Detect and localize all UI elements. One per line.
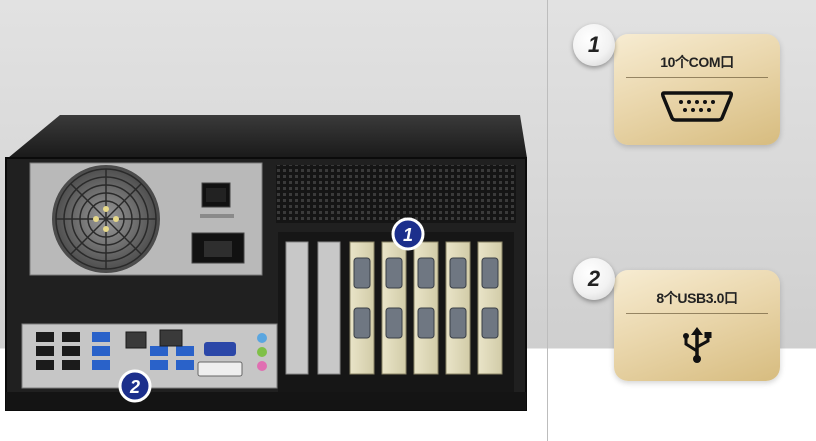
card-separator [626, 313, 768, 314]
usb-icon [683, 327, 712, 363]
svg-text:1: 1 [403, 225, 413, 245]
serial-port-icon [660, 91, 734, 122]
feature-number-badge: 2 [573, 258, 615, 300]
callout-marker-com: 1 [391, 217, 425, 251]
feature-label-com: 10个COM口 [660, 54, 734, 70]
callout-marker-usb: 2 [118, 369, 152, 403]
card-separator [626, 77, 768, 78]
feature-card-com: 10个COM口 [614, 34, 780, 145]
feature-label-usb: 8个USB3.0口 [656, 290, 738, 306]
svg-text:2: 2 [129, 377, 140, 397]
feature-card-usb: 8个USB3.0口 [614, 270, 780, 381]
industrial-pc-rear-image: 1 2 [5, 115, 527, 411]
feature-number-badge: 1 [573, 24, 615, 66]
vertical-divider [547, 0, 548, 441]
